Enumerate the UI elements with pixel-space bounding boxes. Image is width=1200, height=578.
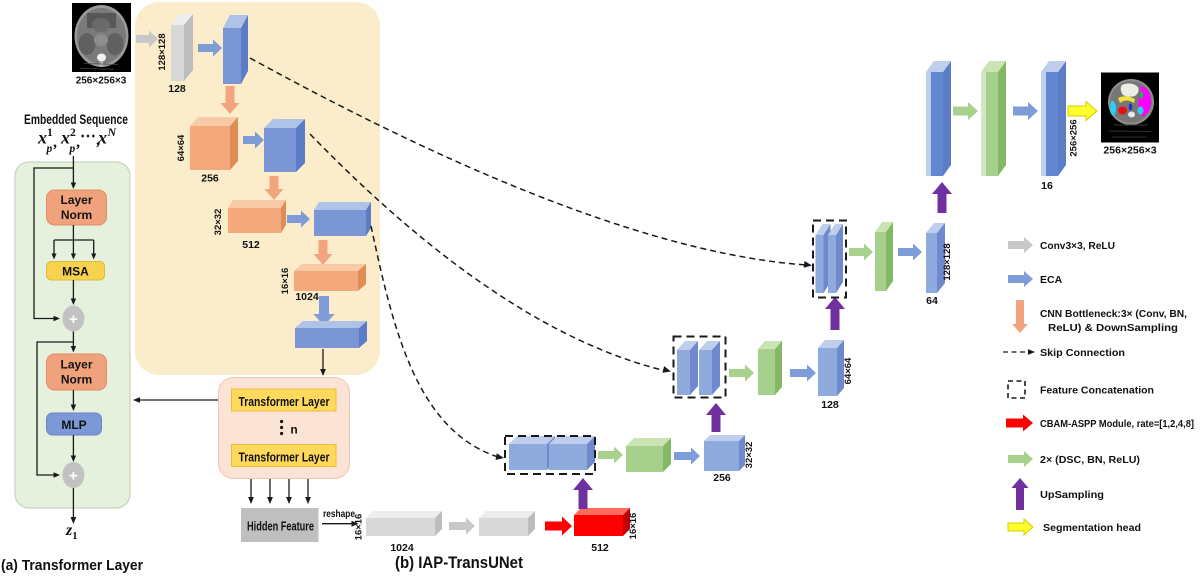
svg-text:32×32: 32×32 bbox=[744, 442, 755, 469]
svg-text:N: N bbox=[107, 125, 118, 139]
svg-text:UpSampling: UpSampling bbox=[1040, 489, 1104, 501]
svg-text:128×128: 128×128 bbox=[157, 33, 168, 70]
svg-text:Layer: Layer bbox=[60, 358, 92, 372]
svg-text:16: 16 bbox=[1041, 180, 1053, 192]
svg-text:512: 512 bbox=[242, 239, 260, 251]
svg-text:Conv3×3, ReLU: Conv3×3, ReLU bbox=[1040, 240, 1115, 252]
svg-text:Feature Concatenation: Feature Concatenation bbox=[1040, 385, 1154, 397]
svg-text:CBAM-ASPP Module, rate=[1,2,4,: CBAM-ASPP Module, rate=[1,2,4,8] bbox=[1040, 418, 1194, 430]
svg-text:Norm: Norm bbox=[61, 208, 92, 222]
svg-text:16×16: 16×16 bbox=[628, 513, 639, 540]
svg-text:⋯,: ⋯, bbox=[80, 128, 100, 149]
svg-text:MLP: MLP bbox=[61, 418, 86, 432]
svg-text:32×32: 32×32 bbox=[213, 209, 224, 236]
svg-text:n: n bbox=[290, 423, 297, 437]
svg-text:(a) Transformer Layer: (a) Transformer Layer bbox=[1, 557, 143, 574]
svg-text:Skip Connection: Skip Connection bbox=[1040, 347, 1125, 359]
svg-text:Norm: Norm bbox=[61, 373, 92, 387]
svg-text:Hidden Feature: Hidden Feature bbox=[247, 520, 314, 534]
svg-text:+: + bbox=[69, 311, 78, 328]
svg-text:256: 256 bbox=[201, 173, 219, 185]
svg-text:CNN Bottleneck:3× (Conv, BN,: CNN Bottleneck:3× (Conv, BN, bbox=[1040, 308, 1187, 320]
svg-text:256×256×3: 256×256×3 bbox=[76, 76, 127, 87]
svg-text:1: 1 bbox=[47, 127, 53, 139]
svg-text:1024: 1024 bbox=[295, 291, 319, 303]
svg-text:+: + bbox=[69, 468, 78, 485]
svg-text:128×128: 128×128 bbox=[942, 243, 953, 280]
svg-text:64×64: 64×64 bbox=[843, 357, 854, 384]
svg-text:x: x bbox=[60, 128, 70, 148]
svg-text:Transformer Layer: Transformer Layer bbox=[239, 450, 330, 465]
svg-text:16×16: 16×16 bbox=[354, 514, 365, 541]
svg-text:,: , bbox=[53, 134, 57, 151]
svg-text:Layer: Layer bbox=[60, 193, 92, 207]
svg-text:Transformer Layer: Transformer Layer bbox=[239, 394, 330, 409]
svg-text:p: p bbox=[46, 143, 53, 155]
svg-text:x: x bbox=[97, 128, 107, 148]
svg-text:64: 64 bbox=[926, 295, 938, 307]
svg-text:x: x bbox=[37, 128, 47, 148]
svg-text:64×64: 64×64 bbox=[176, 134, 187, 161]
svg-text:Embedded Sequence: Embedded Sequence bbox=[24, 111, 128, 127]
svg-text:256×256: 256×256 bbox=[1069, 119, 1080, 156]
svg-text:256×256×3: 256×256×3 bbox=[1103, 145, 1156, 157]
svg-text:p: p bbox=[69, 143, 76, 155]
svg-text:128: 128 bbox=[168, 83, 186, 95]
svg-text:2: 2 bbox=[70, 127, 76, 139]
svg-text:ReLU) & DownSampling: ReLU) & DownSampling bbox=[1048, 322, 1178, 334]
svg-text:16×16: 16×16 bbox=[280, 268, 291, 295]
svg-text:,: , bbox=[76, 134, 80, 151]
svg-text:reshape: reshape bbox=[323, 509, 355, 520]
svg-text:ECA: ECA bbox=[1040, 274, 1063, 286]
svg-text:1024: 1024 bbox=[390, 542, 414, 554]
svg-text:Segmentation head: Segmentation head bbox=[1043, 522, 1141, 534]
svg-text:(b) IAP-TransUNet: (b) IAP-TransUNet bbox=[395, 553, 523, 572]
svg-text:512: 512 bbox=[591, 542, 609, 554]
svg-text:2× (DSC, BN, ReLU): 2× (DSC, BN, ReLU) bbox=[1040, 454, 1140, 466]
svg-text:256: 256 bbox=[713, 472, 731, 484]
svg-text:MSA: MSA bbox=[62, 265, 89, 279]
svg-text:128: 128 bbox=[821, 399, 839, 411]
